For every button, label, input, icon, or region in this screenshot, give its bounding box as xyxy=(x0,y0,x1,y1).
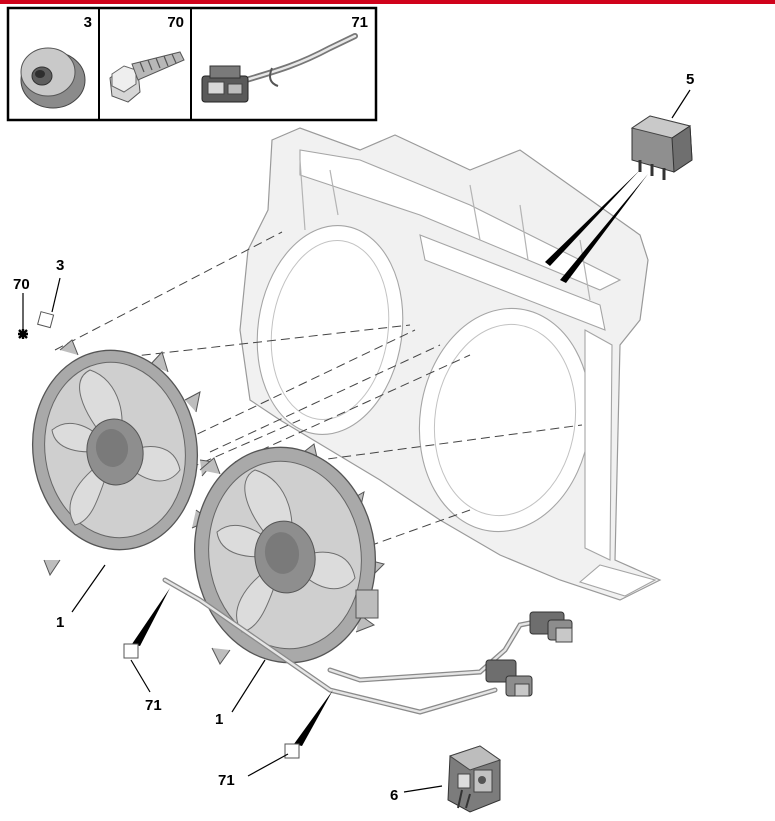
screw-callout-symbol xyxy=(18,329,28,339)
harness-connector-upper xyxy=(529,611,573,643)
callout-fan-left: 1 xyxy=(56,614,64,631)
leader-lines xyxy=(71,89,691,793)
relay-part xyxy=(545,115,693,283)
tie-marker-right xyxy=(284,690,333,759)
connector-part xyxy=(447,745,502,813)
wiring-harness xyxy=(162,577,573,715)
legend-ref-cable-tie: 71 xyxy=(351,14,368,31)
callout-grommet: 3 xyxy=(56,257,64,274)
fan-left xyxy=(31,339,215,577)
grommet-icon xyxy=(20,47,86,109)
callout-tie-left: 71 xyxy=(145,697,162,714)
fan-right xyxy=(193,443,385,665)
legend-box-cable-tie: 71 xyxy=(201,14,368,103)
legend-ref-grommet: 3 xyxy=(84,14,92,31)
screw-icon xyxy=(109,51,185,103)
fan-shroud-frame xyxy=(239,127,662,601)
cable-tie-icon xyxy=(201,33,358,103)
callout-screw: 70 xyxy=(13,276,30,293)
legend-box-screw: 70 xyxy=(109,14,185,103)
callout-labels: 1 1 5 6 3 70 71 71 xyxy=(13,71,694,804)
legend-box-grommet: 3 xyxy=(20,14,92,109)
tie-marker-left xyxy=(123,588,170,659)
callout-fan-right: 1 xyxy=(215,711,223,728)
grommet-callout-symbol xyxy=(37,311,55,329)
harness-connector-lower xyxy=(485,659,533,697)
callout-tie-right: 71 xyxy=(218,772,235,789)
callout-relay: 5 xyxy=(686,71,694,88)
callout-connector: 6 xyxy=(390,787,398,804)
legend-ref-screw: 70 xyxy=(167,14,184,31)
legend-panel: 3 70 71 xyxy=(6,6,378,122)
